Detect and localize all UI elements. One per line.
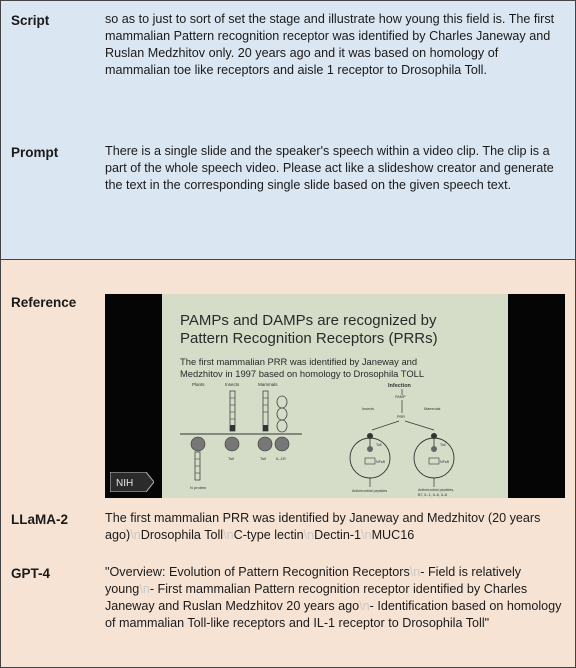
il1r-domain <box>276 407 288 421</box>
nih-logo: NIH <box>110 472 154 492</box>
slide-subtitle-line: The first mammalian PRR was identified b… <box>180 356 418 367</box>
prr-diagram: Plants Insects Mammals <box>180 382 455 497</box>
diagram-label: Toll <box>260 456 266 461</box>
diagram-label: PRR <box>397 415 405 419</box>
output-line: MUC16 <box>371 528 415 542</box>
output-line: - Field is relatively young <box>105 565 522 596</box>
gpt4-label: GPT-4 <box>11 566 51 581</box>
output-line: Dectin-1 <box>314 528 362 542</box>
diagram-label: Insects <box>225 382 240 387</box>
diagram-label: Toll <box>228 456 234 461</box>
tir-domain <box>274 436 290 452</box>
slide-title-line: PAMPs and DAMPs are recognized by <box>180 312 437 329</box>
newline-token: \n <box>139 582 150 596</box>
prompt-label: Prompt <box>11 145 59 160</box>
slide-subtitle-line: Medzhitov in 1997 based on homology to D… <box>180 368 425 379</box>
diagram-label: Toll <box>376 443 382 447</box>
reference-slide-image: PAMPs and DAMPs are recognized by Patter… <box>105 294 565 498</box>
slide-subtitle: The first mammalian PRR was identified b… <box>180 356 500 380</box>
diagram-label: NFκB <box>440 460 450 464</box>
tir-domain <box>257 436 273 452</box>
gpt4-output: "Overview: Evolution of Pattern Recognit… <box>105 564 565 632</box>
script-label: Script <box>11 13 50 28</box>
diagram-label: Antimicrobial peptides, <box>418 488 454 492</box>
il1r-domain <box>276 395 288 409</box>
diagram-label: Mammals <box>258 382 278 387</box>
diagram-label: Mammals <box>424 407 441 411</box>
output-line: The first mammalian PRR was identified b… <box>105 511 541 542</box>
output-line: - Identification based on homology of ma… <box>105 599 562 630</box>
diagram-label: Plants <box>192 382 205 387</box>
input-panel: Script so as to just to sort of set the … <box>1 1 575 260</box>
reference-label: Reference <box>11 295 77 310</box>
newline-token: \n <box>359 599 370 613</box>
il1r-domain <box>276 419 288 433</box>
diagram-label: Insects <box>362 407 374 411</box>
newline-token: \n <box>223 528 234 542</box>
diagram-label: B7, IL-1, IL-6, IL-8 <box>418 493 447 497</box>
output-line: C-type lectin <box>233 528 304 542</box>
newline-token: \n <box>361 528 372 542</box>
diagram-label: Toll <box>440 443 446 447</box>
nih-logo-text: NIH <box>116 478 133 489</box>
slide-title: PAMPs and DAMPs are recognized by Patter… <box>180 312 438 348</box>
newline-token: \n <box>130 528 141 542</box>
diagram-label: Antimicrobial peptides <box>352 489 387 493</box>
tir-domain <box>224 436 240 452</box>
arrow <box>404 420 435 431</box>
output-line: "Overview: Evolution of Pattern Recognit… <box>105 565 410 579</box>
output-line: - First mammalian Pattern recognition re… <box>105 582 528 613</box>
arrow <box>371 420 400 431</box>
diagram-label: Infection <box>388 383 412 389</box>
diagram-label: NFκB <box>376 460 386 464</box>
slide-content: PAMPs and DAMPs are recognized by Patter… <box>162 294 508 498</box>
script-text: so as to just to sort of set the stage a… <box>105 12 555 77</box>
output-line: Drosophila Toll <box>140 528 224 542</box>
tir-domain <box>190 436 206 452</box>
slide-title-line: Pattern Recognition Receptors (PRRs) <box>180 330 438 347</box>
newline-token: \n <box>409 565 421 579</box>
diagram-label: IL-1R <box>276 456 286 461</box>
llama-label: LLaMA-2 <box>11 512 68 527</box>
diagram-label: PAMP <box>395 395 406 399</box>
prompt-text: There is a single slide and the speaker'… <box>105 144 554 192</box>
newline-token: \n <box>303 528 315 542</box>
diagram-label: N protein <box>190 485 206 490</box>
llama-output: The first mammalian PRR was identified b… <box>105 510 565 544</box>
